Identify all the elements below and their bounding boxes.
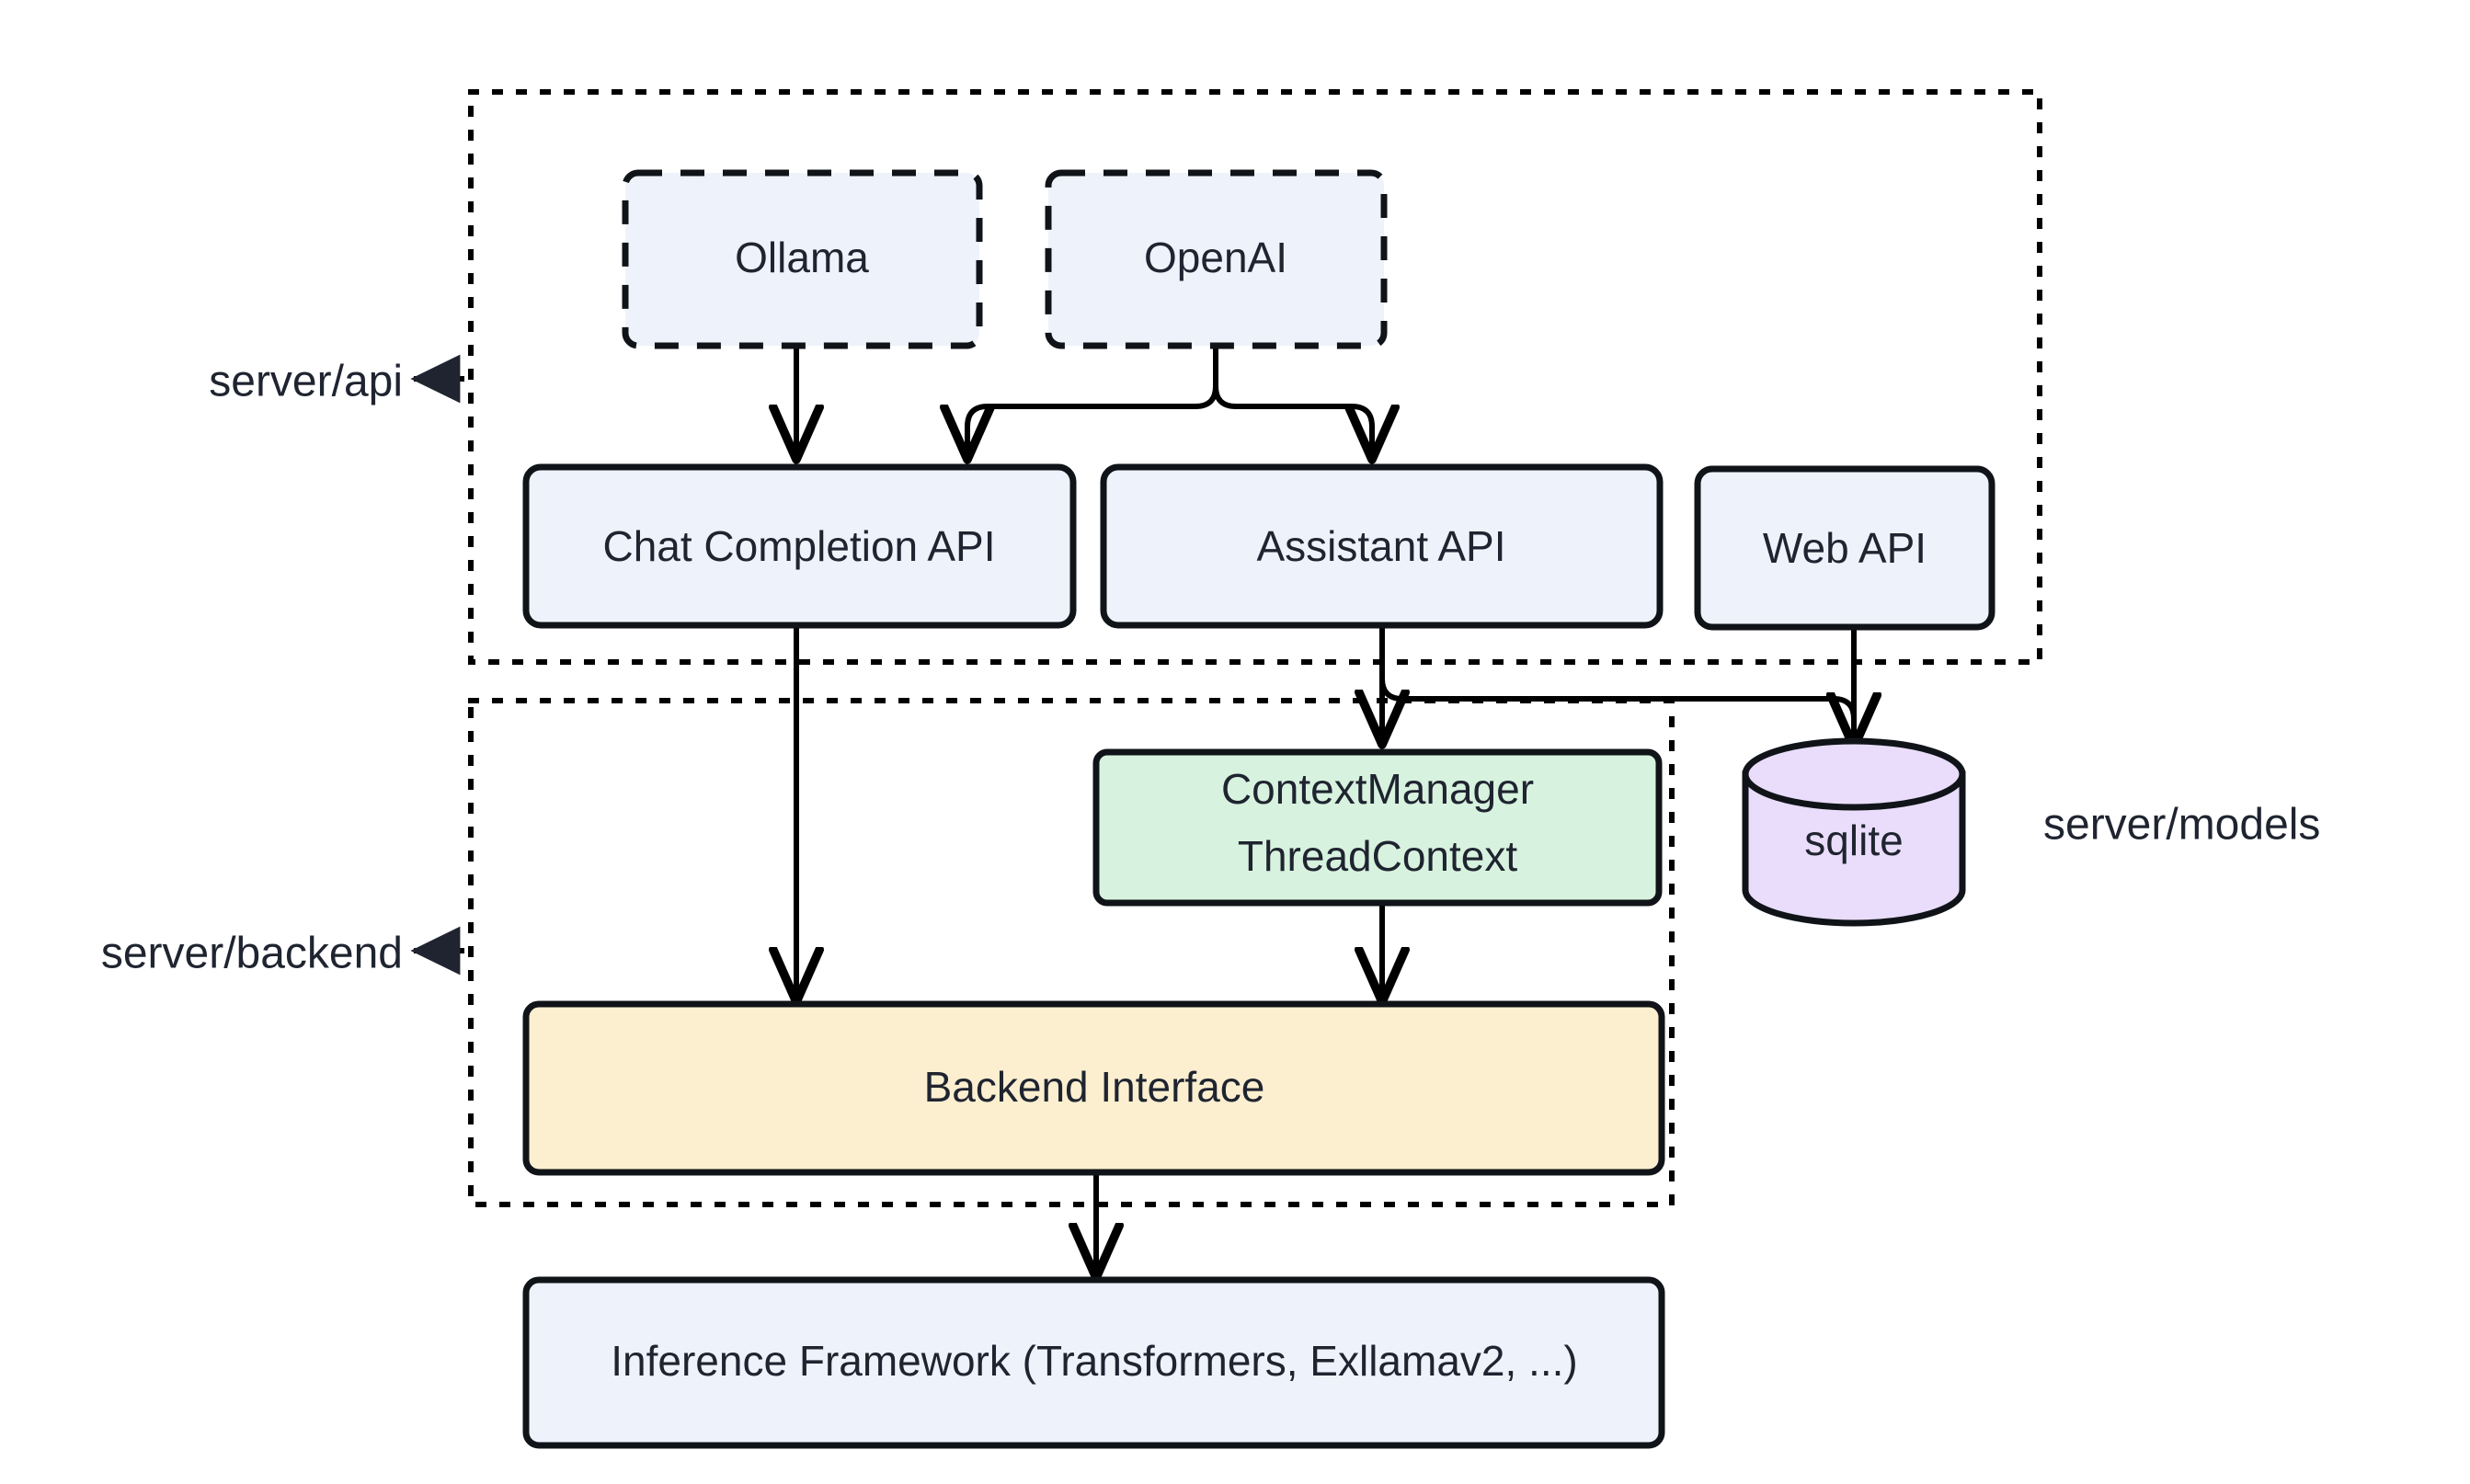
- node-ollama-box[interactable]: [622, 169, 983, 349]
- node-chat-completion-api-box[interactable]: [522, 463, 1077, 629]
- node-inference-framework[interactable]: Inference Framework (Transformers, Exlla…: [522, 1276, 1665, 1449]
- node-sqlite-cylinder-body[interactable]: [1742, 771, 1966, 927]
- node-openai-label: OpenAI: [1144, 234, 1287, 281]
- node-sqlite[interactable]: sqlite: [1742, 737, 1966, 927]
- group-label-server-backend: server/backend: [101, 926, 464, 978]
- node-web-api-label: Web API: [1763, 524, 1927, 572]
- cluster-server-backend: [468, 698, 1675, 1207]
- node-assistant-api[interactable]: Assistant API: [1100, 463, 1664, 629]
- node-web-api[interactable]: Web API: [1694, 465, 1995, 631]
- node-inference-framework-label: Inference Framework (Transformers, Exlla…: [611, 1337, 1577, 1385]
- edge-openai-to-assistant: [1213, 345, 1372, 455]
- group-label-server-models: server/models: [2043, 801, 2320, 850]
- node-openai-box[interactable]: [1045, 169, 1388, 349]
- node-web-api-box[interactable]: [1694, 465, 1995, 631]
- node-sqlite-cylinder-top: [1742, 737, 1966, 811]
- node-openai[interactable]: OpenAI: [1045, 169, 1388, 349]
- group-label-server-api-text: server/api: [209, 358, 403, 406]
- node-chat-completion-api[interactable]: Chat Completion API: [522, 463, 1077, 629]
- group-label-server-backend-text: server/backend: [101, 930, 403, 978]
- node-backend-interface[interactable]: Backend Interface: [522, 1000, 1665, 1176]
- node-ollama-label: Ollama: [735, 234, 869, 281]
- node-ollama[interactable]: Ollama: [622, 169, 983, 349]
- edge-openai-to-chat: [967, 345, 1218, 455]
- node-sqlite-label: sqlite: [1804, 816, 1903, 864]
- cluster-server-api: [468, 89, 2042, 665]
- node-backend-interface-box[interactable]: [522, 1000, 1665, 1176]
- edge-assistant-to-sqlite: [1379, 625, 1854, 743]
- group-label-server-api: server/api: [209, 354, 464, 406]
- node-assistant-api-label: Assistant API: [1256, 522, 1505, 570]
- node-context-manager-line1: ContextManager: [1221, 765, 1534, 813]
- node-inference-framework-box[interactable]: [522, 1276, 1665, 1449]
- node-context-manager-box[interactable]: [1092, 748, 1663, 907]
- node-context-manager-line2: ThreadContext: [1238, 832, 1517, 880]
- group-label-server-models-text: server/models: [2043, 801, 2320, 850]
- node-chat-completion-api-label: Chat Completion API: [602, 522, 995, 570]
- node-assistant-api-box[interactable]: [1100, 463, 1664, 629]
- node-context-manager[interactable]: ContextManager ThreadContext: [1092, 748, 1663, 907]
- node-backend-interface-label: Backend Interface: [924, 1063, 1265, 1111]
